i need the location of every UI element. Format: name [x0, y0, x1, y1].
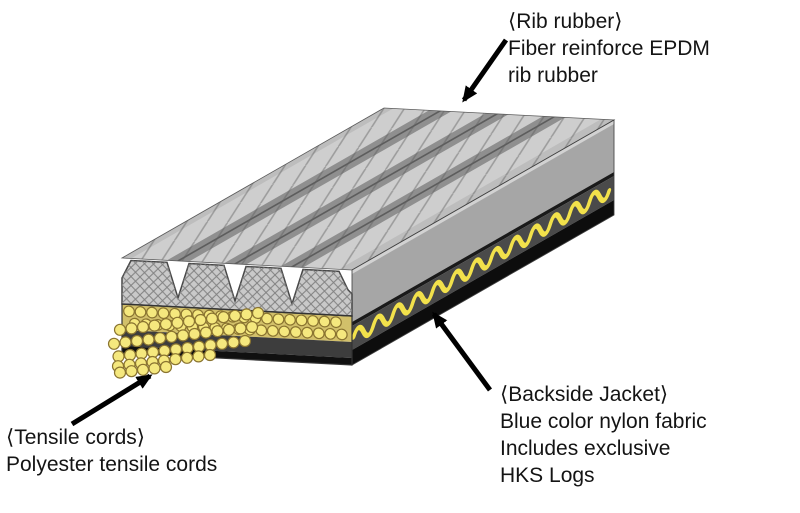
rib-rubber-line1: Fiber reinforce EPDM — [508, 37, 710, 60]
tensile-cords-line1: Polyester tensile cords — [6, 453, 218, 476]
rib-rubber-title: ⟨Rib rubber⟩ — [508, 10, 623, 33]
label-tensile-cords: ⟨Tensile cords⟩ Polyester tensile cords — [6, 424, 217, 478]
rib-rubber-line2: rib rubber — [508, 64, 598, 87]
rib-rubber-arrow — [461, 38, 509, 103]
top-hatch-texture — [122, 107, 615, 271]
tensile-cords-title: ⟨Tensile cords⟩ — [6, 426, 145, 449]
backside-jacket-line1: Blue color nylon fabric — [500, 410, 707, 433]
backside-jacket-line2: Includes exclusive — [500, 437, 671, 460]
backside-jacket-wave — [351, 188, 612, 340]
tensile-cords-arrow — [70, 373, 153, 427]
side-rubber-band — [352, 119, 615, 322]
bottom-layer-side — [352, 199, 615, 365]
belt-side-face — [351, 119, 615, 366]
label-backside-jacket: ⟨Backside Jacket⟩ Blue color nylon fabri… — [500, 381, 707, 489]
tensile-cords — [107, 306, 265, 379]
annotation-arrows — [70, 38, 509, 427]
rib-profile-crosshatch — [122, 260, 352, 317]
backside-jacket-line3: HKS Logs — [500, 464, 595, 487]
backside-jacket-title: ⟨Backside Jacket⟩ — [500, 383, 669, 406]
belt-top-surface — [120, 107, 616, 271]
backside-jacket-arrow — [431, 311, 493, 392]
label-rib-rubber: ⟨Rib rubber⟩ Fiber reinforce EPDM rib ru… — [508, 8, 710, 89]
